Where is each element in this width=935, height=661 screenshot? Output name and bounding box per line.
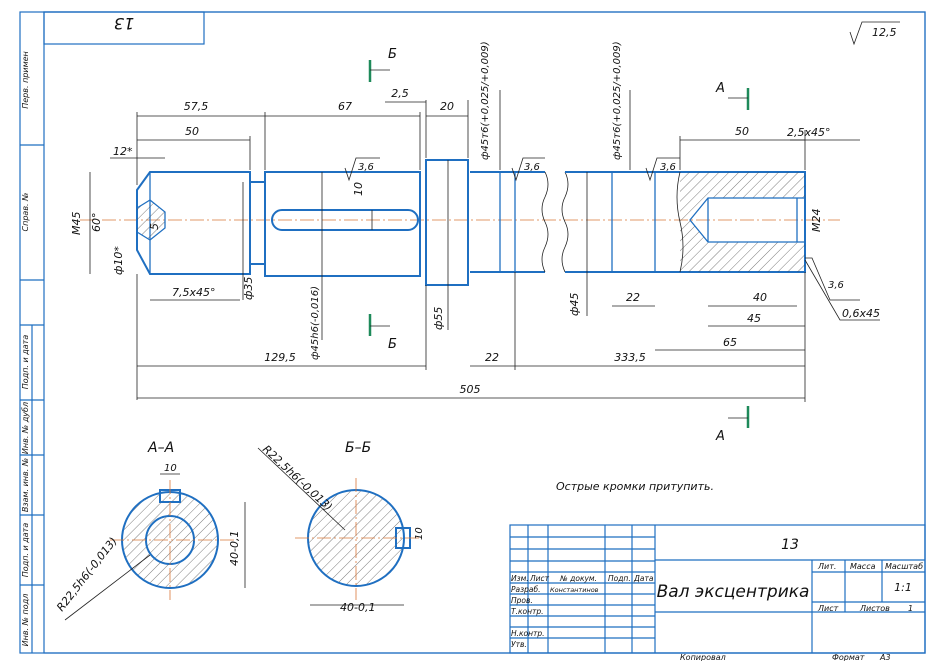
dim-d45: ф45 bbox=[568, 293, 581, 316]
fit-left: ф45т6(+0,025/+0,009) bbox=[480, 41, 491, 160]
tb-mass: Масса bbox=[850, 562, 876, 571]
aa-key: 10 bbox=[164, 463, 177, 474]
tb-scale: 1:1 bbox=[894, 581, 912, 594]
bb-key: 10 bbox=[414, 527, 425, 540]
mark-b-bottom: Б bbox=[388, 337, 397, 352]
tb-developer: Константинов bbox=[550, 586, 599, 594]
tb-col-3: Подп. bbox=[608, 574, 631, 583]
aa-radius: R22,5h6(-0,013) bbox=[54, 535, 120, 614]
dim-fit-h6: ф45h6(-0,016) bbox=[310, 286, 321, 360]
section-bb: Б–Б 10 40-0,1 R22,5h6(-0,013) bbox=[257, 440, 425, 614]
top-left-number: 13 bbox=[114, 14, 134, 33]
dim-5: 5 bbox=[148, 223, 161, 230]
section-aa-title: А–А bbox=[147, 440, 174, 456]
tb-format: Формат bbox=[832, 653, 865, 661]
dim-67: 67 bbox=[338, 100, 352, 113]
side-label-3: Инв. № дубл bbox=[21, 402, 30, 454]
mark-a-bottom: А bbox=[715, 429, 725, 444]
dim-50-right: 50 bbox=[735, 125, 749, 138]
dim-57-5: 57,5 bbox=[184, 100, 209, 113]
tb-row-1: Пров. bbox=[511, 596, 533, 605]
tb-col-0: Изм. bbox=[511, 574, 529, 583]
side-label-0: Перв. примен bbox=[21, 51, 30, 109]
side-label-4: Взам. инв. № bbox=[21, 458, 30, 512]
rough-1: 3,6 bbox=[358, 162, 374, 173]
dim-20: 20 bbox=[440, 100, 454, 113]
side-label-2: Подп. и дата bbox=[21, 335, 30, 390]
dim-m24: M24 bbox=[810, 209, 823, 233]
note: Острые кромки притупить. bbox=[556, 480, 714, 493]
dim-d10: ф10* bbox=[112, 246, 125, 275]
dim-d35: ф35 bbox=[242, 277, 255, 300]
number-box bbox=[43, 11, 205, 45]
rough-4: 3,6 bbox=[828, 280, 844, 291]
tb-scale-label: Масштаб bbox=[885, 562, 923, 571]
dim-505: 505 bbox=[460, 383, 481, 396]
bb-radius: R22,5h6(-0,013) bbox=[260, 443, 335, 514]
tb-sheet: Лист bbox=[817, 604, 839, 613]
dim-7-5x45: 7,5x45° bbox=[172, 286, 216, 299]
aa-depth: 40-0,1 bbox=[228, 531, 241, 566]
side-label-6: Инв. № подл bbox=[21, 594, 30, 647]
tb-col-2: № докум. bbox=[559, 574, 597, 583]
dim-40: 40 bbox=[753, 291, 767, 304]
dim-d55: ф55 bbox=[432, 307, 445, 330]
dim-22-a: 22 bbox=[626, 291, 640, 304]
tb-row-4: Утв. bbox=[511, 640, 527, 649]
dim-50: 50 bbox=[185, 125, 199, 138]
tb-row-2: Т.контр. bbox=[511, 607, 544, 616]
bb-depth: 40-0,1 bbox=[340, 601, 375, 614]
tb-sheets: Листов bbox=[859, 604, 890, 613]
rough-2: 3,6 bbox=[524, 162, 540, 173]
side-label-1: Справ. № bbox=[21, 193, 30, 232]
tb-copied: Копировал bbox=[680, 653, 726, 661]
mark-a-top: А bbox=[715, 81, 725, 96]
dim-12: 12* bbox=[113, 145, 133, 158]
section-bb-title: Б–Б bbox=[345, 440, 371, 456]
side-label-5: Подп. и дата bbox=[21, 523, 30, 578]
roughness-mark: 12,5 bbox=[849, 21, 900, 46]
tb-number: 13 bbox=[781, 537, 799, 553]
section-aa: А–А 10 40-0,1 R22,5h6(-0,013) bbox=[54, 440, 246, 621]
tb-row-0: Разраб. bbox=[511, 585, 540, 594]
dim-0-6x45: 0,6x45 bbox=[842, 307, 880, 320]
tb-col-4: Дата bbox=[633, 574, 654, 583]
dim-m45: M45 bbox=[70, 212, 83, 236]
dim-key-10: 10 bbox=[352, 182, 365, 196]
tb-col-1: Лист bbox=[529, 574, 550, 583]
dim-129-5: 129,5 bbox=[264, 351, 296, 364]
dim-333-5: 333,5 bbox=[614, 351, 646, 364]
tb-lit: Лит. bbox=[817, 562, 836, 571]
tb-name: Вал эксцентрика bbox=[657, 582, 810, 602]
dim-45: 45 bbox=[747, 312, 761, 325]
mark-b-top: Б bbox=[388, 47, 397, 62]
dim-60: 60° bbox=[90, 213, 103, 233]
tb-format-value: А3 bbox=[879, 653, 891, 661]
tb-row-3: Н.контр. bbox=[511, 629, 545, 638]
shaft-main-view bbox=[80, 159, 840, 286]
dim-chamfer-top: 2,5x45° bbox=[787, 126, 831, 139]
dim-65: 65 bbox=[723, 336, 737, 349]
dimensions: 57,5 50 67 2,5 20 ф45т6(+0,025/+0,009) ф… bbox=[70, 41, 880, 402]
dim-2-5: 2,5 bbox=[391, 87, 409, 100]
title-block: 13 Вал эксцентрика Изм. Лист № докум. По… bbox=[509, 524, 926, 661]
dim-22-b: 22 bbox=[485, 351, 499, 364]
fit-right: ф45т6(+0,025/+0,009) bbox=[612, 41, 623, 160]
tb-sheets-count: 1 bbox=[908, 604, 913, 613]
left-strip: Перв. примен Справ. № Подп. и дата Инв. … bbox=[20, 51, 44, 653]
rough-3: 3,6 bbox=[660, 162, 676, 173]
inner-frame bbox=[43, 11, 926, 654]
roughness-value: 12,5 bbox=[872, 26, 897, 39]
section-markers: Б Б А А bbox=[368, 47, 750, 444]
